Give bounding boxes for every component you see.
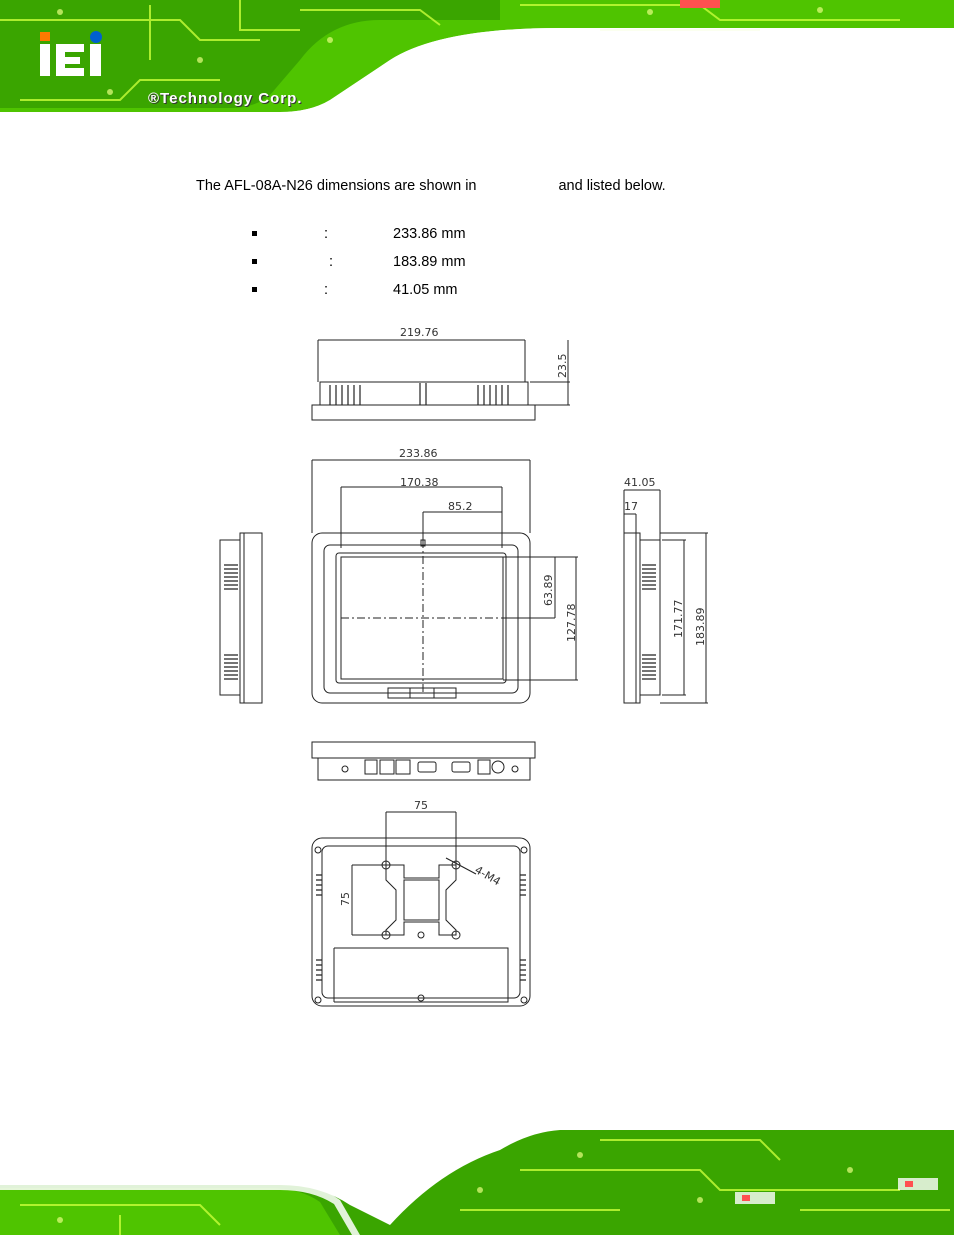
dim-top-depth: 23.5 [556, 354, 569, 379]
iei-logo-icon [40, 31, 102, 76]
dim-front-width: 233.86 [399, 447, 438, 460]
spec-value: 233.86 mm [393, 226, 466, 242]
dim-screw-spec: 4-M4 [473, 863, 503, 888]
dim-vesa-width: 75 [414, 799, 428, 812]
dim-side-inner-height: 171.77 [672, 600, 685, 639]
spec-value: 41.05 mm [393, 282, 458, 298]
intro-text: The AFL-08A-N26 dimensions are shown in a… [196, 178, 666, 194]
spec-value: 183.89 mm [393, 254, 466, 270]
dim-side-depth: 41.05 [624, 476, 656, 489]
intro-before: The AFL-08A-N26 dimensions are shown in [196, 178, 477, 194]
header-banner [0, 0, 954, 115]
intro-after: and listed below. [558, 178, 666, 194]
bullet-icon [252, 259, 257, 264]
dimension-drawing: 219.76 23.5 233.86 170.38 85.2 63.89 127… [219, 326, 708, 1007]
dim-top-width: 219.76 [400, 326, 439, 339]
bullet-icon [252, 287, 257, 292]
dim-vesa-height: 75 [339, 892, 352, 906]
dim-screen-half-width: 85.2 [448, 500, 473, 513]
bullet-icon [252, 231, 257, 236]
logo-tagline: ®Technology Corp. [148, 90, 303, 107]
dim-screen-half-height: 63.89 [542, 575, 555, 607]
footer-banner [0, 1130, 954, 1235]
company-logo: ®Technology Corp. [38, 30, 301, 107]
dim-screen-height: 127.78 [565, 604, 578, 643]
dim-side-height: 183.89 [694, 608, 707, 647]
dim-screen-width: 170.38 [400, 476, 439, 489]
dim-side-small: 17 [624, 500, 638, 513]
